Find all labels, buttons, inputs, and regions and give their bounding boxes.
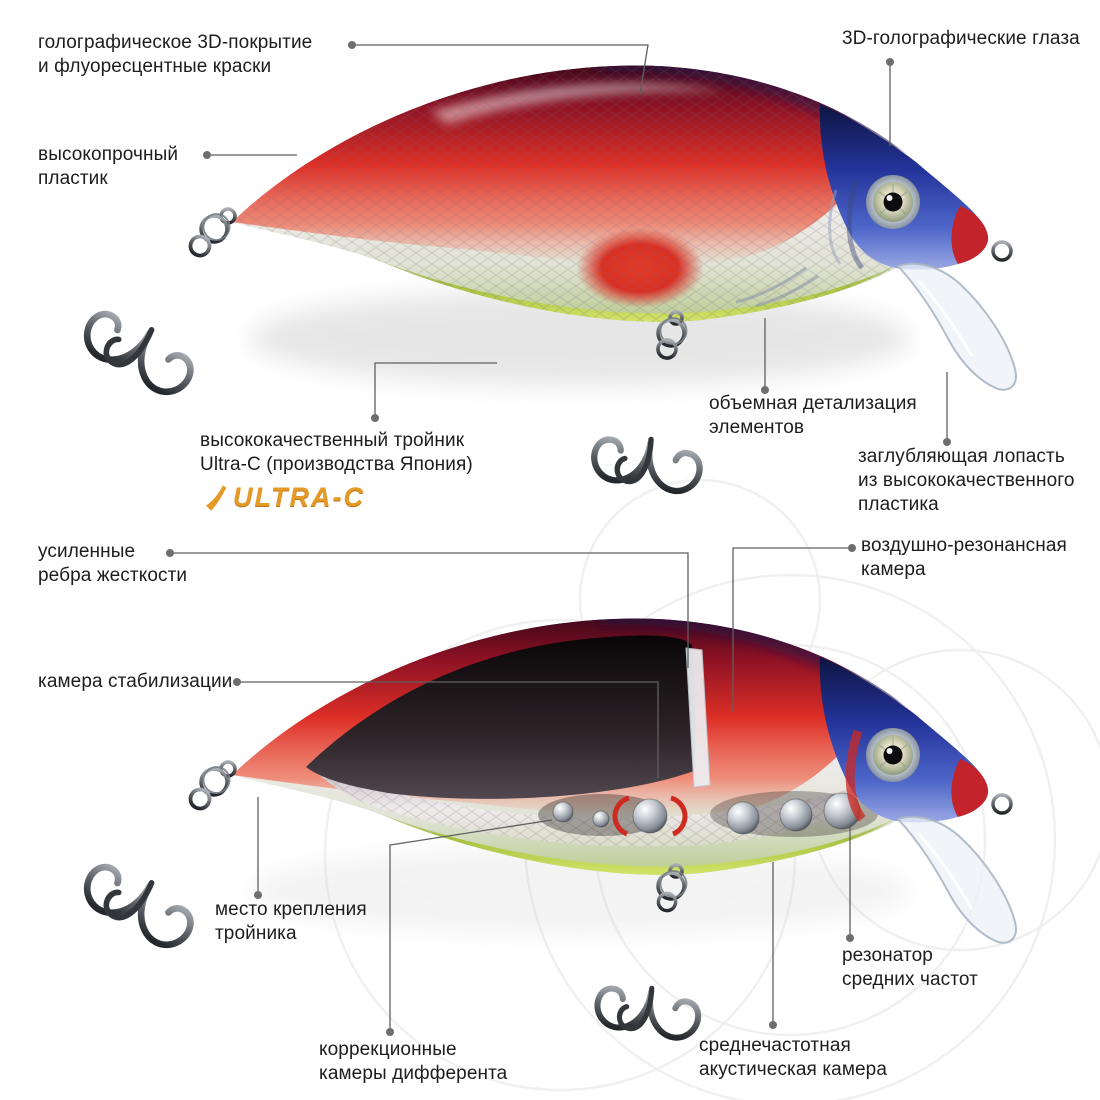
ultra-c-swoosh-icon (206, 484, 227, 511)
scale-texture (232, 65, 989, 322)
cutaway-red-snout (951, 759, 989, 817)
label-stab-chamber: камера стабилизации (38, 670, 232, 694)
label-line: камера стабилизации (38, 671, 233, 692)
label-line: элементов (709, 417, 805, 438)
label-acoustic-chamber: среднечастотная акустическая камера (699, 1034, 887, 1082)
label-line: из высококачественного (858, 470, 1075, 491)
leader-air-chamber (732, 547, 852, 712)
label-line: Ultra-C (производства Япония) (200, 454, 473, 475)
cutaway-lip-highlight (916, 831, 974, 910)
pectoral-fin-lines (735, 266, 819, 308)
cutaway-nose-ring (991, 793, 1013, 815)
red-chamber-wall-left (612, 795, 630, 837)
label-dot (848, 544, 856, 552)
label-dot (166, 549, 174, 557)
lure-top-view (78, 65, 1017, 495)
label-strong-plastic: высокопрочный пластик (38, 143, 178, 191)
label-line: объемная детализация (709, 393, 917, 414)
label-dot (761, 386, 769, 394)
label-line: резонатор (842, 945, 933, 966)
leader-trim-chambers (389, 819, 553, 1032)
label-dot (386, 1028, 394, 1036)
ultra-c-logo: ULTRA-C (206, 482, 365, 513)
label-dot (943, 438, 951, 446)
label-treble-hook: высококачественный тройник Ultra-C (прои… (200, 429, 473, 477)
label-line: пластика (858, 494, 939, 515)
label-line: высокопрочный (38, 144, 179, 165)
label-dot (348, 41, 356, 49)
label-air-chamber: воздушно-резонансная камера (861, 534, 1067, 582)
lip-highlight (916, 278, 974, 357)
red-chamber-wall-right (670, 795, 688, 837)
cutaway-green-belly (368, 809, 894, 875)
cut-edge-red (845, 729, 866, 822)
lure-shadow-2 (250, 847, 910, 935)
red-snout (951, 206, 989, 264)
label-volume-detail: объемная детализация элементов (709, 392, 917, 440)
rib-divider-wall (685, 647, 711, 788)
label-line: голографическое 3D-покрытие (38, 32, 313, 53)
label-line: пластик (38, 168, 108, 189)
label-trim-chambers: коррекционные камеры дифферента (319, 1038, 507, 1086)
label-line: камера (861, 559, 926, 580)
tail-treble-hook (78, 210, 253, 401)
label-line: камеры дифферента (319, 1063, 508, 1084)
label-line: высококачественный тройник (200, 430, 465, 451)
label-line: тройника (215, 923, 297, 944)
label-line: и флуоресцентные краски (38, 56, 272, 77)
label-mid-resonator: резонатор средних частот (842, 944, 978, 992)
lure-shadow (250, 290, 910, 386)
label-line: 3D-голографические глаза (842, 28, 1080, 49)
label-dot (233, 678, 241, 686)
leader-treble (374, 362, 497, 418)
label-line: акустическая камера (699, 1059, 887, 1080)
leader-holo-coating (352, 44, 649, 95)
label-line: усиленные (38, 541, 136, 562)
label-line: заглубляющая лопасть (858, 446, 1065, 467)
leader-lines (170, 44, 948, 1032)
label-dot (886, 58, 894, 66)
label-line: место крепления (215, 899, 367, 920)
label-line: воздушно-резонансная (861, 535, 1067, 556)
gill-line (846, 179, 865, 270)
nose-ring (991, 240, 1013, 262)
label-line: ребра жесткости (38, 565, 188, 586)
label-3d-eyes: 3D-голографические глаза (842, 27, 1080, 51)
ballast-balls (552, 792, 861, 835)
label-dot (769, 1021, 777, 1029)
label-dot (203, 151, 211, 159)
leader-ribs (170, 552, 689, 668)
label-line: средних частот (842, 969, 978, 990)
lure-eye (866, 175, 920, 229)
label-holo-coating: голографическое 3D-покрытие и флуоресцен… (38, 31, 312, 79)
lure-cutaway-view (78, 618, 1017, 1041)
leader-stab-chamber (237, 681, 659, 778)
cutaway-diving-lip (896, 815, 1017, 944)
leader-dots (166, 41, 951, 1036)
hollow-cavity (306, 635, 696, 799)
label-ribs: усиленные ребра жесткости (38, 540, 187, 588)
label-dot (846, 934, 854, 942)
gill-line-2 (828, 189, 842, 265)
label-line: среднечастотная (699, 1035, 851, 1056)
label-line: коррекционные (319, 1039, 457, 1060)
label-hook-mount: место крепления тройника (215, 898, 367, 946)
ultra-c-logo-text: ULTRA-C (233, 482, 365, 512)
label-dot (254, 891, 262, 899)
cutaway-eye (866, 728, 920, 782)
label-diving-lip: заглубляющая лопасть из высококачественн… (858, 445, 1075, 517)
label-dot (371, 414, 379, 422)
diving-lip (896, 262, 1017, 391)
